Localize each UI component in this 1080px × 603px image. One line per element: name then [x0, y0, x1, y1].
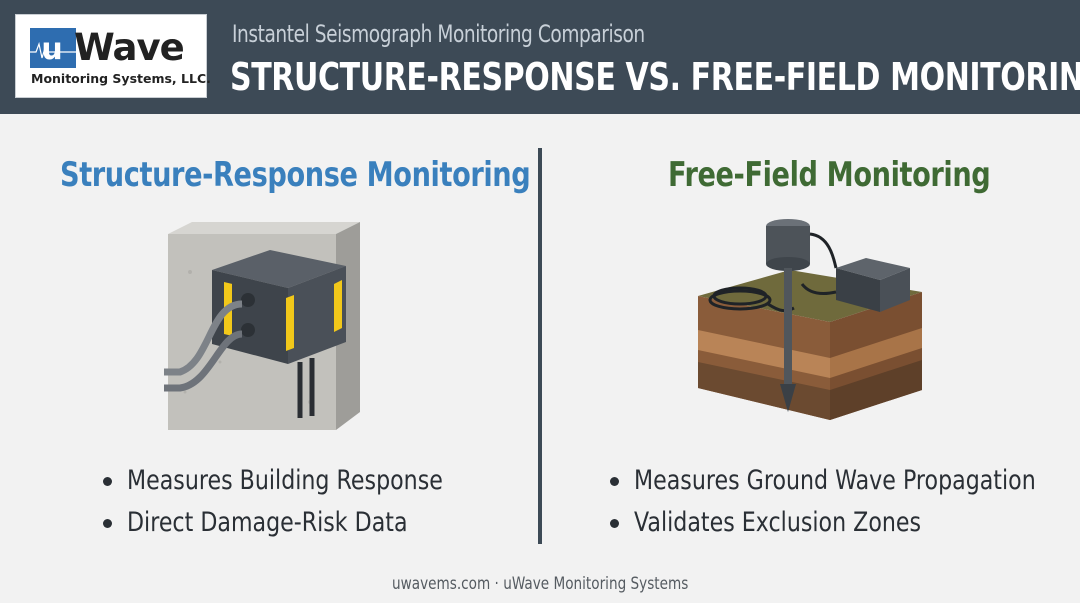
header-banner: u Wave Monitoring Systems, LLC. Instante… [0, 0, 1080, 114]
structure-response-heading: Structure-Response Monitoring [60, 155, 531, 195]
page-subtitle: Instantel Seismograph Monitoring Compari… [232, 20, 645, 48]
list-item: Measures Building Response [103, 460, 512, 502]
ground-spike-geophone-illustration [698, 219, 922, 420]
bullet-dot-icon [103, 519, 112, 528]
bullet-dot-icon [103, 477, 112, 486]
structure-response-bullets: Measures Building Response Direct Damage… [103, 460, 512, 544]
list-item: Direct Damage-Risk Data [103, 502, 512, 544]
footer-credit: uwavems.com · uWave Monitoring Systems [391, 574, 689, 594]
wall-mounted-sensor-illustration [164, 222, 360, 430]
page-title: STRUCTURE-RESPONSE VS. FREE-FIELD MONITO… [230, 55, 1080, 99]
bullet-dot-icon [610, 477, 619, 486]
free-field-heading: Free-Field Monitoring [668, 155, 991, 195]
free-field-bullets: Measures Ground Wave Propagation Validat… [610, 460, 1080, 544]
logo-wave-icon: u [30, 28, 76, 68]
bullet-dot-icon [610, 519, 619, 528]
logo-brand-text: Wave [74, 26, 185, 69]
logo-mark-letter: u [41, 32, 62, 67]
logo-tagline: Monitoring Systems, LLC. [31, 71, 211, 86]
list-item: Measures Ground Wave Propagation [610, 460, 1080, 502]
column-divider [538, 148, 542, 544]
list-item: Validates Exclusion Zones [610, 502, 1080, 544]
company-logo: u Wave Monitoring Systems, LLC. [15, 14, 211, 98]
